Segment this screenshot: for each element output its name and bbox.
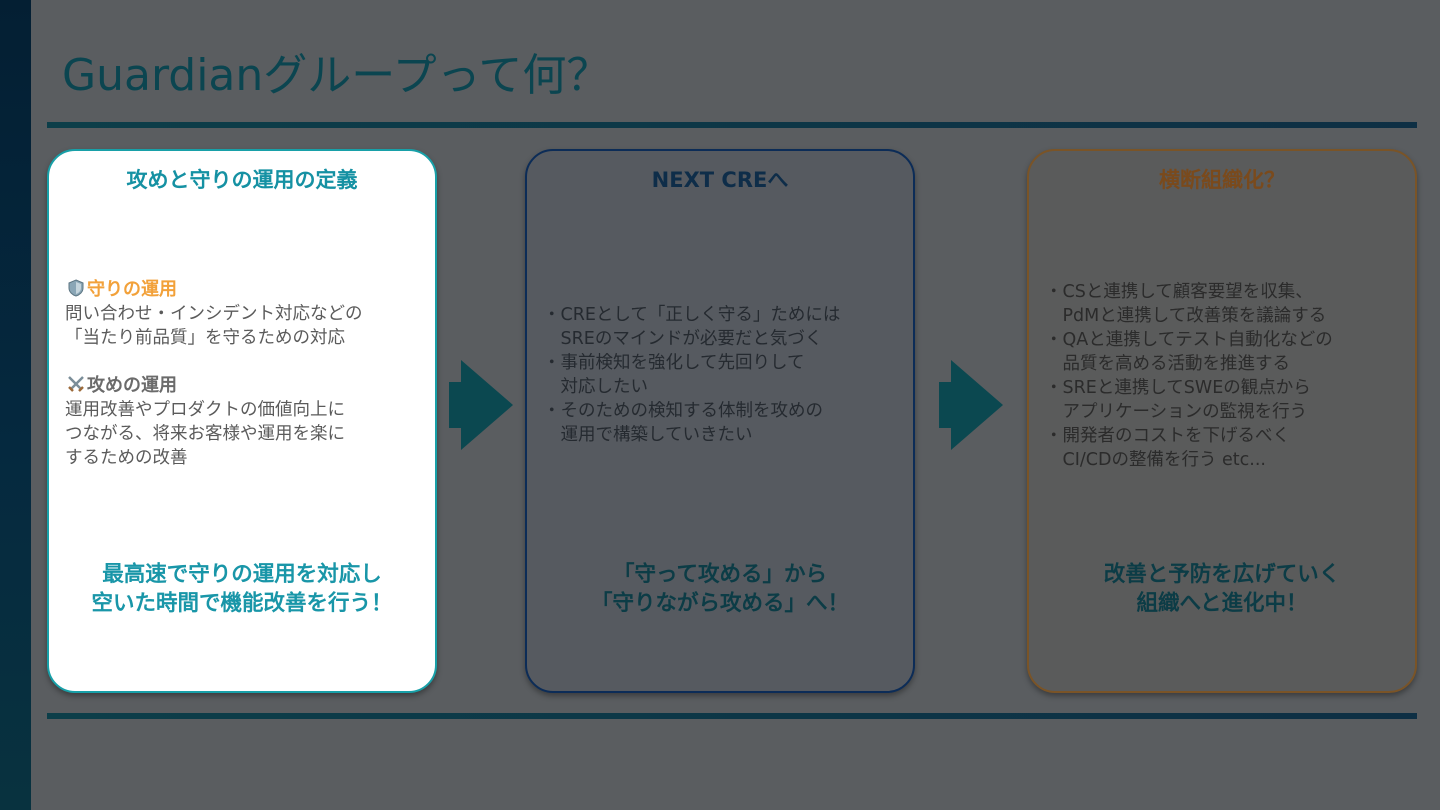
bullet-line: ・QAと連携してテスト自動化などの [1045, 330, 1333, 350]
card-body: ・CREとして「正しく守る」ためには SREのマインドが必要だと気づく ・事前検… [543, 303, 840, 447]
bullet-line: ・CSと連携して顧客要望を収集、 [1045, 282, 1313, 302]
bullet-line: 運用で構築していきたい [543, 425, 753, 445]
bullet-line: ・CREとして「正しく守る」ためには [543, 305, 841, 325]
sidebar-stripe [0, 0, 31, 810]
bullet-line: ・事前検知を強化して先回りして [543, 353, 805, 373]
bullet-line: アプリケーションの監視を行う [1045, 402, 1308, 422]
footer-line: 最高速で守りの運用を対応し [102, 562, 382, 587]
bullet-line: ・SREと連携してSWEの観点から [1045, 378, 1311, 398]
section-heading-offense: 攻めの運用 [65, 374, 363, 398]
defense-heading-text: 守りの運用 [87, 279, 177, 300]
crossed-swords-icon [65, 374, 87, 398]
bullet-line: CI/CDの整備を行う etc... [1045, 450, 1266, 470]
bullet-line: SREのマインドが必要だと気づく [543, 329, 823, 349]
offense-line: つながる、将来お客様や運用を楽に [65, 424, 345, 444]
card-body: 守りの運用 問い合わせ・インシデント対応などの 「当たり前品質」を守るための対応… [65, 278, 363, 470]
chevron-right-icon [449, 360, 513, 450]
footer-line: 改善と予防を広げていく [1103, 562, 1341, 587]
bullet-line: ・そのための検知する体制を攻めの [543, 401, 823, 421]
defense-line: 問い合わせ・インシデント対応などの [65, 304, 363, 324]
footer-line: 組織へと進化中！ [1136, 591, 1308, 616]
card-body: ・CSと連携して顧客要望を収集、 PdMと連携して改善策を議論する ・QAと連携… [1045, 280, 1333, 472]
footer-line: 「守りながら攻める」へ！ [590, 591, 849, 616]
defense-line: 「当たり前品質」を守るための対応 [65, 328, 345, 348]
card-next-cre: NEXT CREへ ・CREとして「正しく守る」ためには SREのマインドが必要… [525, 149, 915, 693]
card-definition: 攻めと守りの運用の定義 守りの運用 問い合わせ・インシデント対応などの 「当たり… [47, 149, 437, 693]
card-footer: 「守って攻める」から 「守りながら攻める」へ！ [527, 560, 913, 618]
card-cross-org: 横断組織化？ ・CSと連携して顧客要望を収集、 PdMと連携して改善策を議論する… [1027, 149, 1417, 693]
footer-line: 空いた時間で機能改善を行う！ [91, 591, 393, 616]
offense-line: 運用改善やプロダクトの価値向上に [65, 400, 345, 420]
bullet-line: ・開発者のコストを下げるべく [1045, 426, 1290, 446]
card-title: 横断組織化？ [1159, 168, 1285, 192]
offense-line: するための改善 [65, 448, 188, 468]
section-heading-defense: 守りの運用 [65, 278, 363, 302]
bullet-line: PdMと連携して改善策を議論する [1045, 306, 1327, 326]
card-footer: 最高速で守りの運用を対応し 空いた時間で機能改善を行う！ [49, 560, 435, 618]
top-divider [47, 122, 1417, 128]
shield-icon [65, 278, 87, 302]
bullet-line: 品質を高める活動を推進する [1045, 354, 1290, 374]
card-title: 攻めと守りの運用の定義 [126, 168, 358, 192]
bottom-divider [47, 713, 1417, 719]
chevron-right-icon [939, 360, 1003, 450]
slide-title: Guardianグループって何？ [62, 50, 611, 101]
bullet-line: 対応したい [543, 377, 648, 397]
footer-line: 「守って攻める」から [613, 562, 827, 587]
offense-heading-text: 攻めの運用 [87, 375, 177, 396]
card-footer: 改善と予防を広げていく 組織へと進化中！ [1029, 560, 1415, 618]
card-title: NEXT CREへ [651, 168, 789, 192]
